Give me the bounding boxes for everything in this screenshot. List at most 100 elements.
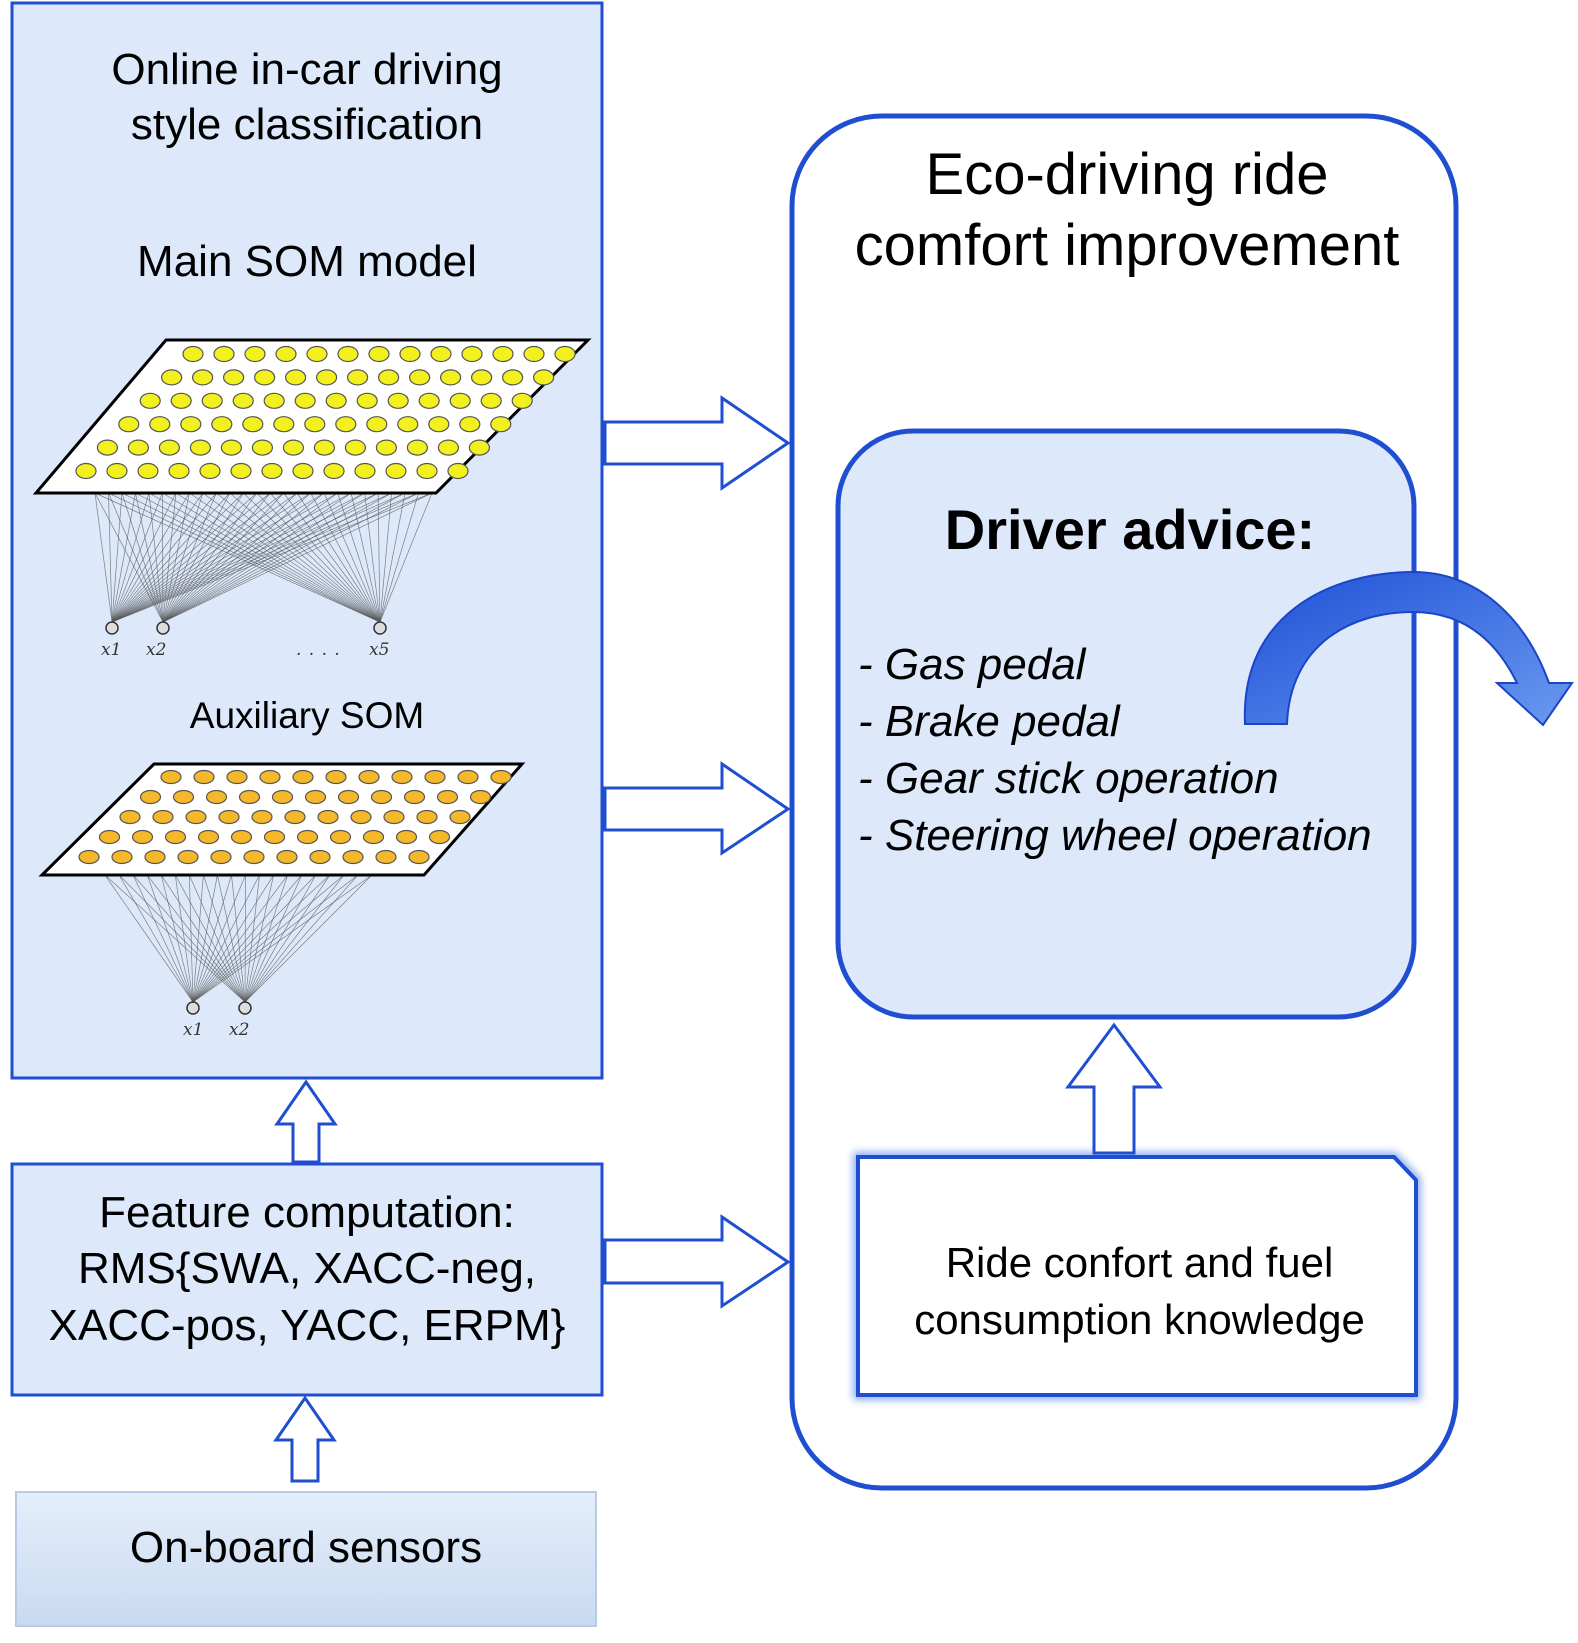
main-som-node: [397, 416, 419, 433]
aux-som-node: [271, 789, 294, 805]
aux-som-connection: [203, 874, 246, 1003]
aux-som-node: [177, 849, 199, 865]
main-som-node: [335, 416, 357, 433]
main-som-connection: [162, 492, 419, 623]
main-som-node: [378, 369, 400, 386]
main-som-connection: [111, 492, 123, 623]
main-som-connection: [379, 492, 406, 623]
main-som-node: [285, 369, 307, 386]
knowledge-line2: consumption knowledge: [914, 1295, 1365, 1343]
aux-som-connections: [104, 874, 373, 1003]
aux-som-node: [172, 789, 195, 805]
aux-som-node: [185, 809, 207, 825]
main-som-node: [304, 416, 326, 433]
aux-som-node: [144, 849, 166, 865]
main-som-node: [449, 392, 471, 409]
main-som-node: [139, 392, 161, 409]
eco-driving-title: Eco-driving ride comfort improvement: [792, 140, 1462, 282]
main-som-connection: [379, 492, 419, 623]
aux-som-connection: [192, 874, 260, 1003]
aux-som-node: [304, 789, 327, 805]
aux-som-connection: [104, 874, 246, 1003]
main-som-node: [523, 345, 545, 363]
main-som-connection: [162, 492, 406, 623]
classification-title: Online in-car driving style classificati…: [12, 42, 602, 152]
aux-som-node: [111, 849, 133, 865]
aux-som-node: [152, 809, 174, 825]
arrow-knowledge-to-advice: [1065, 1022, 1163, 1155]
aux-som-connection: [244, 874, 317, 1003]
main-som-connection: [162, 492, 164, 623]
knowledge-box: [856, 1155, 1418, 1397]
main-som-node: [118, 416, 140, 433]
aux-som-node: [160, 769, 182, 785]
aux-som-node: [259, 769, 281, 785]
main-som-connection: [108, 492, 381, 623]
main-som-node: [213, 345, 235, 363]
aux-som-grid: [38, 762, 526, 877]
main-som-connection: [108, 492, 164, 623]
main-som-node: [471, 369, 493, 386]
main-som-connection: [256, 492, 381, 623]
feature-line3: XACC-pos, YACC, ERPM}: [48, 1300, 566, 1350]
aux-som-node: [119, 809, 141, 825]
aux-input-label-x2: x2: [229, 1020, 250, 1040]
aux-som-node: [416, 809, 438, 825]
aux-som-connection: [146, 874, 194, 1003]
main-som-connection: [162, 492, 204, 623]
main-som-connection: [162, 492, 381, 623]
aux-som-node: [395, 829, 418, 845]
knowledge-text: Ride confort and fuel consumption knowle…: [862, 1235, 1417, 1348]
aux-som-node: [375, 849, 397, 865]
main-som-connection: [135, 492, 164, 623]
main-som-node: [447, 462, 469, 480]
aux-som-node: [197, 829, 220, 845]
main-som-node: [180, 416, 202, 433]
main-som-node: [354, 462, 376, 480]
main-input-label-x2: x2: [146, 640, 167, 660]
main-som-node: [306, 345, 328, 363]
aux-som-connection: [244, 874, 373, 1003]
aux-som-connection: [192, 874, 331, 1003]
main-som-connection: [323, 492, 381, 623]
aux-som-input-nodes: [186, 1001, 252, 1015]
main-som-input-nodes: [105, 621, 387, 635]
main-som-connection: [162, 492, 244, 623]
main-som-node: [316, 369, 338, 386]
arrow-sensors-to-features: [273, 1395, 337, 1483]
aux-som-node: [230, 829, 253, 845]
aux-som-node: [309, 849, 331, 865]
main-som-node: [106, 462, 128, 480]
main-som-node: [261, 462, 283, 480]
main-input-node-x1: [105, 621, 119, 635]
aux-som-node: [210, 849, 232, 865]
aux-som-node: [263, 829, 286, 845]
main-som-connection: [296, 492, 381, 623]
main-som-node: [337, 345, 359, 363]
main-som-node: [313, 439, 335, 456]
aux-som-node: [424, 769, 446, 785]
main-som-node: [294, 392, 316, 409]
main-som-connection: [162, 492, 284, 623]
main-som-node: [263, 392, 285, 409]
main-som-connection: [379, 492, 392, 623]
main-som-node: [406, 439, 428, 456]
eco-title-line2: comfort improvement: [854, 212, 1400, 278]
aux-som-connection: [146, 874, 246, 1003]
main-som-node: [428, 416, 450, 433]
aux-som-node: [358, 769, 380, 785]
main-som-node: [416, 462, 438, 480]
main-som-connection: [162, 492, 231, 623]
main-som-connection: [202, 492, 381, 623]
aux-som-connection: [192, 874, 274, 1003]
driver-advice-box: [835, 428, 1417, 1020]
aux-som-node: [131, 829, 154, 845]
aux-som-node: [436, 789, 459, 805]
main-som-node: [385, 462, 407, 480]
main-som-node: [511, 392, 533, 409]
main-som-node: [418, 392, 440, 409]
driver-advice-title: Driver advice:: [944, 498, 1316, 561]
aux-som-connection: [244, 874, 345, 1003]
advice-item: - Gas pedal: [858, 640, 1086, 689]
main-som-connection: [162, 492, 433, 623]
